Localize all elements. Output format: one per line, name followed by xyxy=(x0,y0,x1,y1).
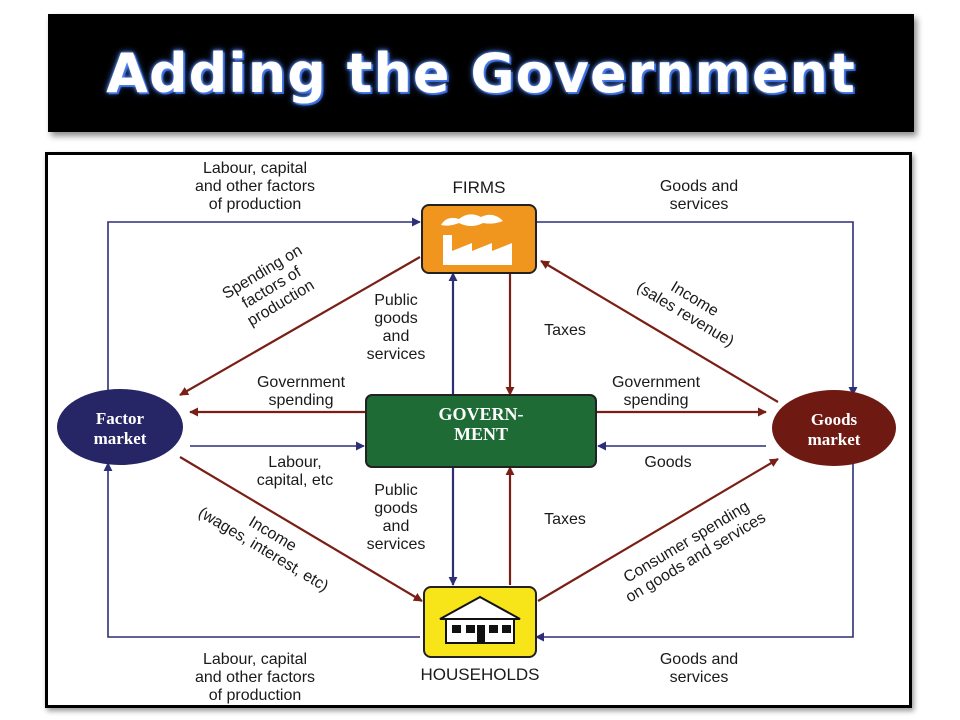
factor-market-line2: market xyxy=(94,429,147,448)
flow-labour-top xyxy=(107,217,421,397)
label-gov-spending-right: Government spending xyxy=(612,374,701,409)
label-spending-factors: Spending on factors of production xyxy=(220,242,318,330)
label-pg-top-1: Public xyxy=(374,292,418,309)
flow-goods-bottom xyxy=(535,461,854,642)
label-gsb-1: Goods and xyxy=(660,651,738,668)
label-goods-services-top: Goods and services xyxy=(660,178,738,213)
label-gsb-2: services xyxy=(670,669,729,686)
label-lm-1: Labour, xyxy=(268,454,321,471)
factory-icon xyxy=(441,214,512,265)
flow-spending-factors xyxy=(179,256,421,396)
label-goods-top-2: services xyxy=(670,196,729,213)
government-node: GOVERN- MENT xyxy=(365,394,597,468)
flow-labour-bottom xyxy=(103,462,420,638)
title-bar: Adding the Government xyxy=(48,14,914,132)
goods-market-node: Goods market xyxy=(772,390,896,466)
label-gsr-2: spending xyxy=(624,392,689,409)
label-pg-bottom-2: goods xyxy=(374,500,418,517)
goods-market-line2: market xyxy=(808,430,861,449)
house-icon xyxy=(439,595,521,644)
label-labour-top: Labour, capital and other factors of pro… xyxy=(195,160,315,213)
government-label-line2: MENT xyxy=(454,424,508,444)
label-gsl-1: Government xyxy=(257,374,346,391)
circular-flow-diagram: FIRMS HOUSEHOLDS GOVERN- MENT Factor mar… xyxy=(45,152,912,708)
label-labour-mid: Labour, capital, etc xyxy=(257,454,333,489)
label-labour-top-1: Labour, capital xyxy=(203,160,307,177)
label-lm-2: capital, etc xyxy=(257,472,333,489)
label-pg-bottom-3: and xyxy=(383,518,410,535)
goods-market-line1: Goods xyxy=(811,410,858,429)
label-pg-top-4: services xyxy=(367,346,426,363)
label-pg-bottom-4: services xyxy=(367,536,426,553)
label-lb-3: of production xyxy=(209,687,302,704)
firms-node xyxy=(421,204,537,274)
label-pg-bottom-1: Public xyxy=(374,482,418,499)
label-goods-mid: Goods xyxy=(644,454,691,471)
label-pg-top-2: goods xyxy=(374,310,418,327)
factor-market-line1: Factor xyxy=(96,409,145,428)
label-pg-top-3: and xyxy=(383,328,410,345)
flow-income-sales xyxy=(540,260,779,403)
label-labour-top-3: of production xyxy=(209,196,302,213)
factor-market-node: Factor market xyxy=(57,389,183,465)
label-income-sales: Income (sales revenue) xyxy=(634,278,737,350)
flow-income-wages xyxy=(179,456,423,602)
label-public-goods-top: Public goods and services xyxy=(367,292,426,363)
slide-title: Adding the Government xyxy=(106,41,856,105)
government-label-line1: GOVERN- xyxy=(439,404,524,424)
label-gov-spending-left: Government spending xyxy=(257,374,346,409)
flow-consumer-spending xyxy=(537,458,779,602)
flow-goods-top xyxy=(536,221,858,396)
label-lb-1: Labour, capital xyxy=(203,651,307,668)
label-goods-top-1: Goods and xyxy=(660,178,738,195)
label-taxes-top: Taxes xyxy=(544,322,586,339)
label-taxes-bottom: Taxes xyxy=(544,511,586,528)
households-node xyxy=(423,586,537,658)
label-labour-bottom: Labour, capital and other factors of pro… xyxy=(195,651,315,704)
label-public-goods-bottom: Public goods and services xyxy=(367,482,426,553)
diagram-canvas: FIRMS HOUSEHOLDS GOVERN- MENT Factor mar… xyxy=(57,160,896,704)
households-label: HOUSEHOLDS xyxy=(420,665,539,684)
label-lb-2: and other factors xyxy=(195,669,315,686)
label-gsl-2: spending xyxy=(269,392,334,409)
label-gsr-1: Government xyxy=(612,374,701,391)
label-labour-top-2: and other factors xyxy=(195,178,315,195)
label-income-wages: Income (wages, interest, etc) xyxy=(195,504,331,595)
firms-label: FIRMS xyxy=(453,178,506,197)
label-goods-services-bottom: Goods and services xyxy=(660,651,738,686)
